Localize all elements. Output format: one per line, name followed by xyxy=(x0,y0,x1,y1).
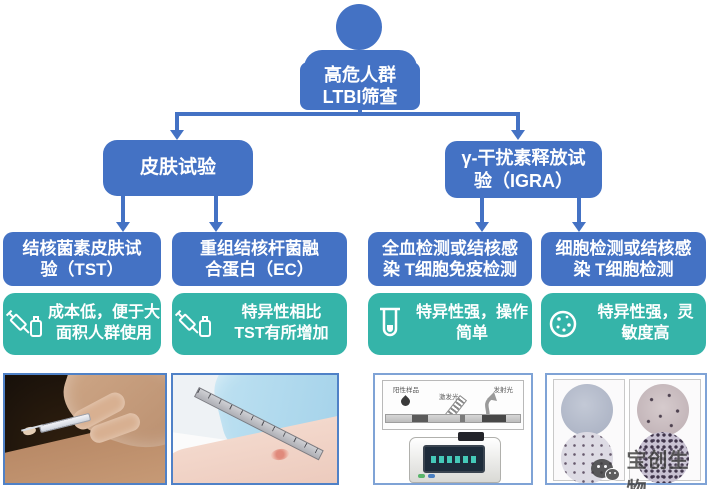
top-node-ltbi-screening: 高危人群 LTBI筛查 xyxy=(300,62,420,110)
sample-label: 阳性样品 xyxy=(393,387,419,394)
test-strip-diagram: 阳性样品 激发光 发射光 xyxy=(382,380,524,430)
analyzer-slot xyxy=(458,432,484,441)
leaf-whole-blood: 全血检测或结核感 染 T细胞免疫检测 xyxy=(368,232,532,286)
well-dense-spots xyxy=(637,432,689,483)
leaf-cell-line1: 细胞检测或结核感 xyxy=(555,238,692,258)
leaf-tst-line1: 结核菌素皮肤试 xyxy=(22,238,142,258)
arrowhead-cell xyxy=(572,222,586,232)
photo-analyzer-diagram: 阳性样品 激发光 发射光 xyxy=(373,373,533,485)
feature-whole-blood: 特异性强，操作 简单 xyxy=(368,293,532,355)
top-node-line1: 高危人群 xyxy=(324,64,396,85)
leaf-cell-line2: 染 T细胞检测 xyxy=(573,260,674,279)
syringe-vial-icon xyxy=(3,306,47,342)
wechat-icon xyxy=(591,459,622,487)
connector-cell xyxy=(577,198,581,222)
person-icon xyxy=(336,4,382,50)
feature-whole-blood-text: 特异性强，操作 简单 xyxy=(415,304,528,342)
petri-dish-icon xyxy=(541,307,585,341)
well-sparse-spots xyxy=(637,384,689,436)
watermark-text: 宝创生物 xyxy=(626,450,690,489)
connector-stub xyxy=(358,106,362,114)
excitation-label: 激发光 xyxy=(439,394,459,401)
branch-skin-test: 皮肤试验 xyxy=(103,140,253,196)
emission-label: 发射光 xyxy=(493,387,514,394)
feature-ec-text: 特异性相比 TST有所增加 xyxy=(234,304,329,342)
brand-watermark: 宝创生物 xyxy=(591,444,709,489)
connector-horizontal xyxy=(175,112,520,116)
feature-tst: 成本低，便于大 面积人群使用 xyxy=(3,293,161,355)
leaf-ec-line2: 合蛋白（EC） xyxy=(205,260,314,279)
branch-igra: γ-干扰素释放试 验（IGRA） xyxy=(445,141,602,198)
leaf-ec: 重组结核杆菌融 合蛋白（EC） xyxy=(172,232,347,286)
analyzer-device xyxy=(409,432,501,483)
test-strip xyxy=(385,414,521,423)
feature-tst-text: 成本低，便于大 面积人群使用 xyxy=(47,304,160,342)
connector-tst xyxy=(121,196,125,222)
arrowhead-whole-blood xyxy=(475,222,489,232)
connector-whole-blood xyxy=(480,198,484,222)
feature-cell-text: 特异性强，灵 敏度高 xyxy=(597,304,694,342)
arrowhead-ec xyxy=(209,222,223,232)
leaf-whole-blood-line2: 染 T细胞免疫检测 xyxy=(382,260,518,279)
leaf-ec-line1: 重组结核杆菌融 xyxy=(200,238,319,258)
branch-igra-line2: 验（IGRA） xyxy=(474,170,573,191)
branch-igra-line1: γ-干扰素释放试 xyxy=(461,148,586,168)
leaf-tst: 结核菌素皮肤试 验（TST） xyxy=(3,232,161,286)
well-negative xyxy=(561,384,613,436)
photo-skin-injection xyxy=(3,373,167,485)
photo-induration-measurement xyxy=(171,373,339,485)
photo-elispot-wells xyxy=(545,373,707,485)
top-node-line2: LTBI筛查 xyxy=(322,87,398,107)
arrowhead-right-branch xyxy=(511,130,525,140)
droplet-icon xyxy=(399,395,412,408)
feature-ec: 特异性相比 TST有所增加 xyxy=(172,293,347,355)
arrowhead-left-branch xyxy=(170,130,184,140)
syringe-vial-icon xyxy=(172,306,216,342)
branch-skin-test-label: 皮肤试验 xyxy=(139,157,216,179)
arrowhead-tst xyxy=(116,222,130,232)
leaf-cell: 细胞检测或结核感 染 T细胞检测 xyxy=(541,232,706,286)
connector-ec xyxy=(214,196,218,222)
analyzer-screen xyxy=(423,445,485,473)
feature-cell: 特异性强，灵 敏度高 xyxy=(541,293,706,355)
connector-right-vertical xyxy=(516,112,520,130)
leaf-whole-blood-line1: 全血检测或结核感 xyxy=(382,238,518,258)
leaf-tst-line2: 验（TST） xyxy=(40,260,124,279)
connector-left-vertical xyxy=(175,112,179,130)
test-tube-icon xyxy=(368,305,412,343)
